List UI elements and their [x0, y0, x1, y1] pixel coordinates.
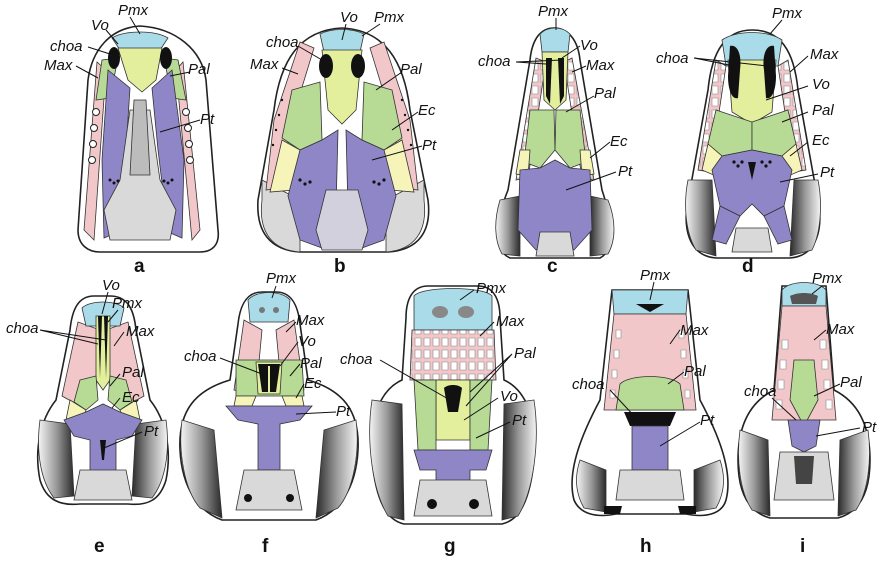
label-Max: Max: [586, 57, 615, 74]
pterygoid: [632, 426, 668, 470]
premaxilla: [112, 32, 168, 50]
panel-letter-h: h: [640, 536, 652, 557]
panel-g: Pmx Max Pal choa Vo Pt g: [340, 280, 536, 557]
label-Pal: Pal: [300, 355, 322, 372]
label-Ec: Ec: [812, 132, 830, 149]
panel-e: Vo Pmx choa Max Pal Ec Pt e: [6, 277, 168, 557]
label-Pmx: Pmx: [118, 2, 149, 19]
palatine: [616, 377, 684, 411]
panel-h: Pmx Max Pal choa Pt h: [572, 267, 728, 557]
panel-i: Pmx Max Pal choa Pt i: [738, 270, 877, 557]
label-Max: Max: [496, 313, 525, 330]
label-Pal: Pal: [840, 374, 862, 391]
label-choa: choa: [478, 53, 511, 70]
panel-letter-b: b: [334, 256, 346, 277]
panel-b: Vo Pmx choa Max Pal Ec Pt b: [250, 9, 437, 277]
label-Vo: Vo: [91, 17, 109, 34]
braincase: [316, 190, 368, 250]
label-Ec: Ec: [418, 102, 436, 119]
label-Pt: Pt: [700, 412, 715, 429]
label-Pmx: Pmx: [476, 280, 507, 297]
vomer: [96, 316, 110, 390]
panel-d: Pmx choa Max Vo Pal Ec Pt d: [656, 5, 839, 277]
label-Pmx: Pmx: [640, 267, 671, 284]
label-choa: choa: [340, 351, 373, 368]
panel-a: Pmx Vo choa Max Pal Pt a: [44, 2, 218, 277]
label-Pt: Pt: [200, 111, 215, 128]
label-Ec: Ec: [122, 389, 140, 406]
label-choa: choa: [6, 320, 39, 337]
label-Pt: Pt: [618, 163, 633, 180]
label-Max: Max: [810, 46, 839, 63]
label-Ec: Ec: [610, 133, 628, 150]
label-choa: choa: [266, 34, 299, 51]
label-Pmx: Pmx: [538, 3, 569, 20]
parasphenoid: [130, 100, 150, 175]
label-Pal: Pal: [594, 85, 616, 102]
label-choa: choa: [572, 376, 605, 393]
label-Pal: Pal: [122, 364, 144, 381]
label-Pt: Pt: [422, 137, 437, 154]
choana-left: [108, 47, 120, 69]
panel-letter-g: g: [444, 536, 456, 557]
panel-c: Pmx choa Vo Max Pal Ec Pt c: [478, 3, 633, 277]
label-Vo: Vo: [102, 277, 120, 294]
label-Pmx: Pmx: [812, 270, 843, 287]
label-Vo: Vo: [580, 37, 598, 54]
premaxilla: [540, 28, 570, 52]
label-Pal: Pal: [684, 363, 706, 380]
label-Max: Max: [250, 56, 279, 73]
label-Pt: Pt: [820, 164, 835, 181]
label-Vo: Vo: [812, 76, 830, 93]
premaxilla: [320, 30, 364, 53]
label-Vo: Vo: [500, 388, 518, 405]
ectopterygoid: [234, 396, 256, 406]
label-Vo: Vo: [298, 333, 316, 350]
label-choa: choa: [744, 383, 777, 400]
panel-letter-e: e: [94, 536, 105, 557]
label-Max: Max: [826, 321, 855, 338]
panel-letter-d: d: [742, 256, 754, 277]
choana-right: [160, 47, 172, 69]
panel-f: Pmx Max choa Vo Pal Ec Pt f: [180, 270, 358, 557]
label-Pmx: Pmx: [374, 9, 405, 26]
label-Pt: Pt: [512, 412, 527, 429]
label-Vo: Vo: [340, 9, 358, 26]
label-choa: choa: [184, 348, 217, 365]
label-Pmx: Pmx: [266, 270, 297, 287]
premaxilla: [248, 293, 290, 323]
maxilla: [410, 330, 496, 380]
label-Pal: Pal: [400, 61, 422, 78]
label-Max: Max: [126, 323, 155, 340]
label-Max: Max: [296, 312, 325, 329]
label-choa: choa: [50, 38, 83, 55]
panel-letter-f: f: [262, 536, 269, 557]
label-Ec: Ec: [304, 375, 322, 392]
panel-letter-a: a: [134, 256, 145, 277]
label-Max: Max: [44, 57, 73, 74]
label-Pt: Pt: [862, 419, 877, 436]
label-Pmx: Pmx: [772, 5, 803, 22]
label-Pt: Pt: [144, 423, 159, 440]
label-choa: choa: [656, 50, 689, 67]
label-Pt: Pt: [336, 403, 351, 420]
panel-letter-c: c: [547, 256, 558, 277]
label-Pal: Pal: [188, 61, 210, 78]
label-Max: Max: [680, 322, 709, 339]
label-Pal: Pal: [812, 102, 834, 119]
label-Pmx: Pmx: [112, 295, 143, 312]
label-Pal: Pal: [514, 345, 536, 362]
panel-letter-i: i: [800, 536, 805, 557]
